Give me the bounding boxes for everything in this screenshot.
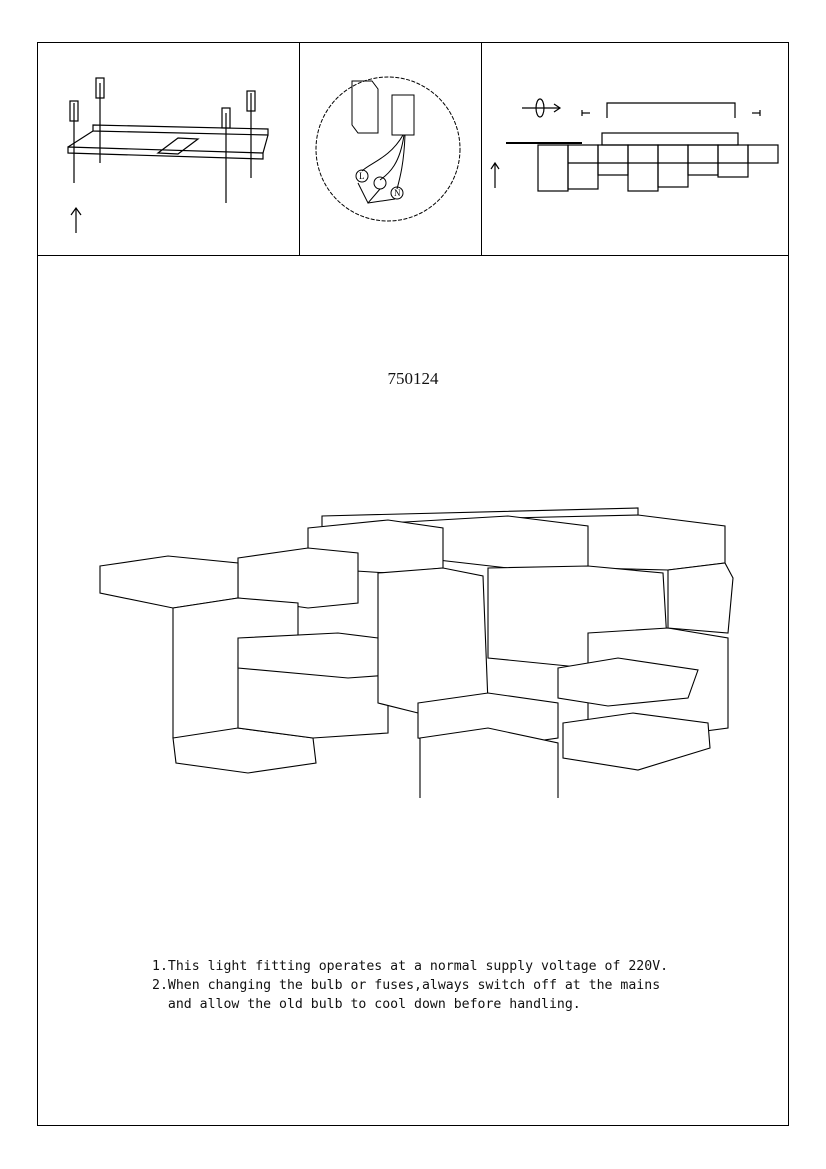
panel-wiring: L N <box>300 43 482 255</box>
note-2: 2.When changing the bulb or fuses,always… <box>152 978 661 993</box>
live-label: L <box>359 171 365 181</box>
panel-mounting-bracket <box>38 43 300 255</box>
installation-diagram <box>490 98 779 192</box>
panel-installation <box>482 43 788 255</box>
document-frame: L N <box>37 42 789 1126</box>
instruction-panels: L N <box>38 43 788 256</box>
note-2-continued: and allow the old bulb to cool down befo… <box>152 997 581 1012</box>
neutral-label: N <box>394 188 401 198</box>
model-number: 750124 <box>387 369 439 388</box>
safety-notes: 1.This light fitting operates at a norma… <box>152 957 668 1014</box>
note-1: 1.This light fitting operates at a norma… <box>152 959 669 974</box>
lamp-illustration <box>99 507 734 798</box>
wiring-diagram: L N <box>315 76 461 222</box>
mounting-bracket-diagram <box>67 77 269 233</box>
